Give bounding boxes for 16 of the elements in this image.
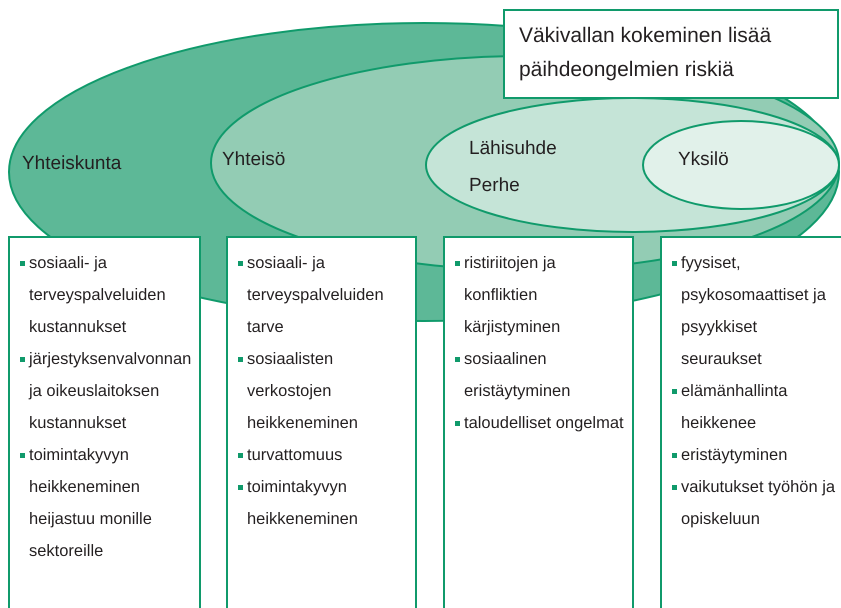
ellipse-label: Perhe (469, 176, 520, 195)
consequence-box (443, 236, 634, 608)
bullet-text: turvattomuus (247, 445, 342, 466)
consequence-box (8, 236, 201, 608)
consequence-box (660, 236, 841, 608)
bullet-text: taloudelliset ongelmat (464, 413, 624, 434)
ellipse-label: Yhteiskunta (22, 154, 122, 173)
ellipse-label: Yksilö (678, 150, 729, 169)
ellipse-label: Yhteisö (222, 150, 286, 169)
bullet-text: vaikutukset työhön ja opiskeluun (681, 477, 836, 530)
consequence-box (226, 236, 417, 608)
bullet-text: toimintakyvyn heikkeneminen heijastuu monille sektoreille (29, 445, 153, 562)
bullet-text: eristäytyminen (681, 445, 788, 466)
bullet-text: toimintakyvyn heikkeneminen (247, 477, 359, 530)
ellipse-label: Lähisuhde (469, 139, 557, 158)
title-box: Väkivallan kokeminen lisää päihdeongelmien riskiä (503, 9, 839, 99)
